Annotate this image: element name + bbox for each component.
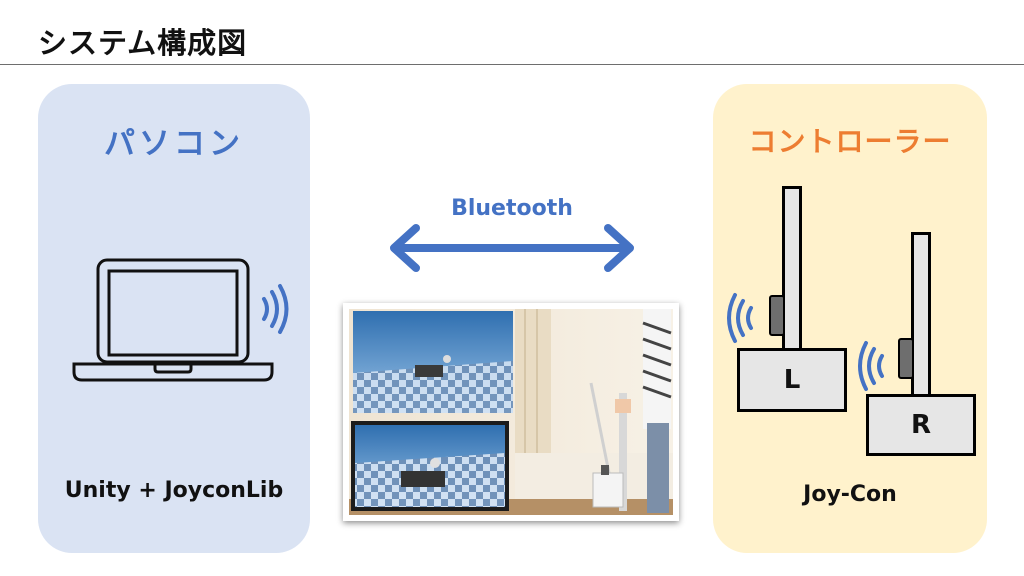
double-arrow-icon — [390, 224, 634, 272]
pc-caption: Unity + JoyconLib — [64, 478, 284, 503]
joycon-left-body: L — [737, 348, 847, 412]
wifi-signal-icon — [858, 341, 884, 391]
controller-heading: コントローラー — [748, 125, 952, 158]
page-title: システム構成図 — [38, 26, 248, 60]
setup-photo-illustration — [349, 309, 673, 515]
setup-photo — [343, 303, 679, 521]
joycon-right-rail — [911, 232, 931, 398]
controller-panel — [713, 84, 987, 553]
joycon-right-button — [898, 338, 914, 379]
wifi-signal-icon — [727, 293, 753, 343]
pc-heading: パソコン — [104, 126, 244, 162]
joycon-left: L — [737, 186, 847, 412]
bluetooth-label: Bluetooth — [451, 196, 573, 221]
joycon-right: R — [866, 232, 976, 456]
joycon-left-button — [769, 295, 785, 336]
title-divider — [0, 64, 1024, 65]
joycon-left-rail — [782, 186, 802, 352]
laptop-icon — [72, 258, 274, 382]
controller-caption: Joy-Con — [803, 482, 897, 507]
wifi-signal-icon — [262, 284, 289, 334]
joycon-right-body: R — [866, 394, 976, 456]
